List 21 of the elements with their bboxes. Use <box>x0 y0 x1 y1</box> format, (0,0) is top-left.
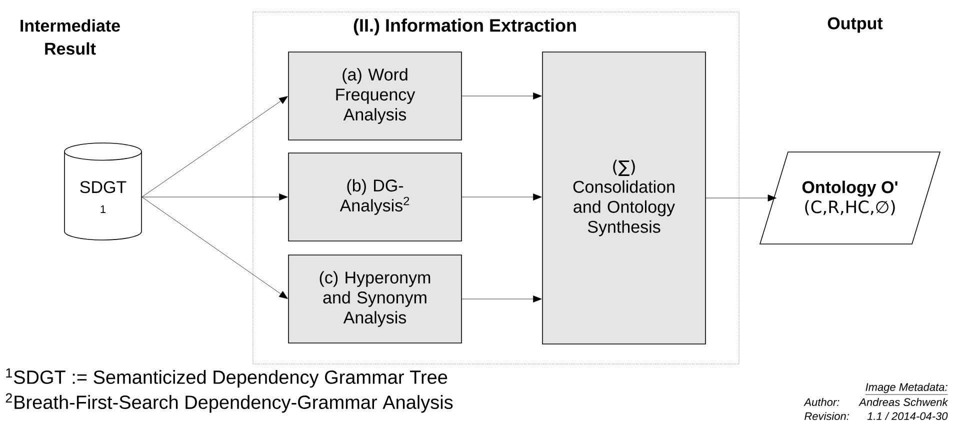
process-box: (b) DG-Analysis$^{2}$ <box>288 152 462 242</box>
arrow <box>706 194 776 202</box>
database-cylinder: SDGT 1 <box>64 142 142 240</box>
process-box: (c) Hyperonym and Synonym Analysis <box>288 254 462 344</box>
metadata-text: Andreas Schwenk <box>858 398 948 406</box>
arrow <box>142 196 288 299</box>
metadata-text: 1.1 / 2014-04-30 <box>867 412 948 420</box>
heading: Output <box>828 17 883 33</box>
arrow <box>462 92 542 100</box>
arrow <box>462 194 542 200</box>
arrow <box>142 194 288 200</box>
metadata-text: Revision: <box>804 412 849 420</box>
metadata-heading: Image Metadata: <box>865 382 948 395</box>
arrow <box>142 96 288 198</box>
heading: Intermediate Result <box>20 19 120 55</box>
process-box: (a) Word Frequency Analysis <box>288 52 462 140</box>
process-box: (∑) Consolidation and Ontology Synthesis <box>542 52 706 344</box>
footnote: $^{2}$Breath-First-Search Dependency-Grammar Analysis <box>6 393 453 413</box>
footnote: $^{1}$SDGT := Semanticized Dependency Grammar Tree <box>6 368 448 388</box>
arrow <box>462 296 542 302</box>
metadata-text: Author: <box>804 398 840 406</box>
